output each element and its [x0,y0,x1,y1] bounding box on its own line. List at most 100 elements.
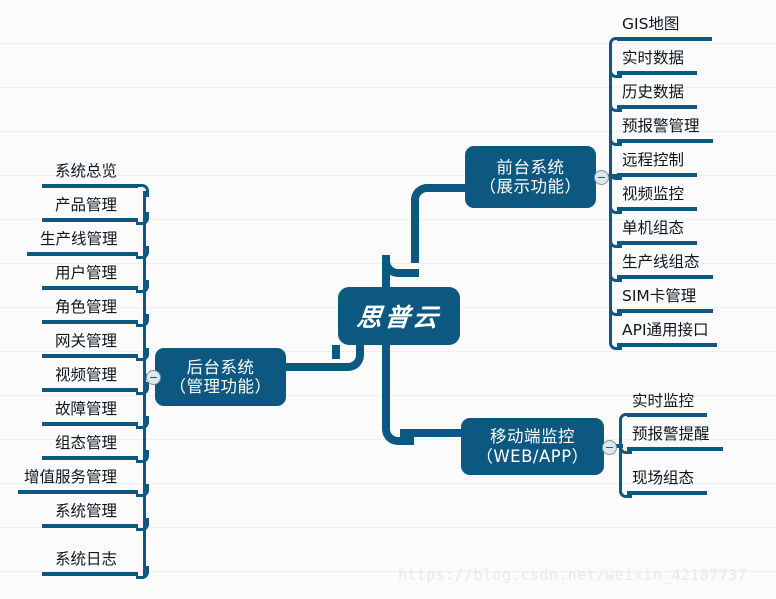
leaf-elbow-backend-10 [136,518,149,531]
leaf-underline-mobile-0 [627,413,707,417]
leaf-backend-4[interactable]: 角色管理 [55,298,118,316]
leaf-frontend-6[interactable]: 单机组态 [622,219,685,237]
leaf-elbow-mobile-1 [619,441,632,454]
leaf-backend-10[interactable]: 系统管理 [55,502,118,520]
leaf-elbow-backend-2 [136,246,149,259]
leaf-underline-backend-11 [42,572,138,576]
leaf-frontend-3[interactable]: 预报警管理 [622,117,700,135]
leaf-frontend-9[interactable]: API通用接口 [622,321,709,339]
branch-node-backend[interactable]: 后台系统 （管理功能） [155,348,286,406]
minus-icon [150,377,157,378]
leaf-underline-backend-7 [42,422,138,426]
leaf-frontend-4[interactable]: 远程控制 [622,151,685,169]
connector-center-top [382,261,390,287]
branch-mobile-line2: （WEB/APP） [476,446,589,466]
leaf-frontend-2[interactable]: 历史数据 [622,83,685,101]
leaf-underline-frontend-0 [617,37,712,41]
collapse-toggle-frontend[interactable] [594,170,609,185]
leaf-elbow-frontend-2 [609,99,622,112]
leaf-elbow-frontend-0 [609,37,622,50]
leaf-elbow-frontend-5 [609,201,622,214]
leaf-underline-frontend-6 [617,241,697,245]
branch-node-frontend[interactable]: 前台系统 （展示功能） [465,146,596,208]
leaf-spine-mobile [619,420,622,493]
leaf-backend-2[interactable]: 生产线管理 [40,230,118,248]
leaf-frontend-0[interactable]: GIS地图 [622,15,680,33]
leaf-underline-frontend-7 [617,275,713,279]
leaf-underline-frontend-4 [617,173,697,177]
collapse-toggle-mobile[interactable] [602,440,617,455]
leaf-mobile-2[interactable]: 现场组态 [632,469,695,487]
leaf-backend-1[interactable]: 产品管理 [55,196,118,214]
connector-frontend-horizontal [425,184,470,192]
leaf-elbow-mobile-2 [619,485,632,498]
leaf-underline-frontend-3 [617,139,713,143]
leaf-elbow-backend-3 [136,280,149,293]
leaf-elbow-frontend-1 [609,65,622,78]
leaf-backend-7[interactable]: 故障管理 [55,400,118,418]
leaf-frontend-5[interactable]: 视频监控 [622,185,685,203]
leaf-elbow-frontend-7 [609,269,622,282]
leaf-underline-mobile-2 [627,491,707,495]
leaf-backend-0[interactable]: 系统总览 [55,162,118,180]
leaf-backend-9[interactable]: 增值服务管理 [24,468,118,486]
leaf-elbow-frontend-4 [609,167,622,180]
leaf-underline-backend-8 [42,456,138,460]
leaf-backend-3[interactable]: 用户管理 [55,264,118,282]
leaf-elbow-backend-9 [136,484,149,497]
leaf-backend-8[interactable]: 组态管理 [55,434,118,452]
leaf-elbow-frontend-3 [609,133,622,146]
leaf-backend-6[interactable]: 视频管理 [55,366,118,384]
watermark-text: https://blog.csdn.net/weixin_42187737 [398,566,747,584]
leaf-underline-backend-6 [42,388,138,392]
leaf-backend-5[interactable]: 网关管理 [55,332,118,350]
leaf-frontend-8[interactable]: SIM卡管理 [622,287,697,305]
center-node[interactable]: 思普云 [338,287,460,345]
leaf-elbow-backend-11 [136,566,149,579]
leaf-underline-backend-4 [42,320,138,324]
leaf-elbow-frontend-8 [609,303,622,316]
connector-frontend-elbow-tl [411,184,433,206]
connector-backend-stub [332,345,340,359]
leaf-elbow-mobile-0 [619,413,632,426]
leaf-underline-frontend-2 [617,105,697,109]
branch-backend-line1: 后台系统 [186,357,255,377]
leaf-underline-backend-0 [42,184,138,188]
leaf-elbow-backend-0 [136,184,149,197]
connector-frontend-vertical [411,198,419,263]
leaf-elbow-backend-8 [136,450,149,463]
branch-frontend-line1: 前台系统 [496,157,565,177]
leaf-frontend-7[interactable]: 生产线组态 [622,253,700,271]
leaf-elbow-backend-5 [136,348,149,361]
branch-frontend-line2: （展示功能） [479,177,582,196]
leaf-underline-backend-9 [18,490,138,494]
leaf-underline-frontend-9 [617,343,717,347]
connector-mobile-to-leaves [613,444,623,448]
leaf-underline-frontend-1 [617,71,697,75]
connector-backend-horizontal [278,363,338,371]
connector-mobile-elbow-bl [382,423,414,445]
leaf-mobile-1[interactable]: 预报警提醒 [632,425,710,443]
leaf-frontend-1[interactable]: 实时数据 [622,49,685,67]
connector-mobile-horizontal [400,429,465,437]
leaf-elbow-backend-7 [136,416,149,429]
leaf-elbow-frontend-6 [609,235,622,248]
leaf-underline-backend-3 [42,286,138,290]
leaf-backend-11[interactable]: 系统日志 [55,550,118,568]
connector-mobile-vertical [382,345,390,431]
connector-backend-elbow-br [332,345,364,371]
leaf-elbow-backend-4 [136,314,149,327]
leaf-underline-frontend-5 [617,207,697,211]
leaf-elbow-frontend-9 [609,337,622,350]
leaf-underline-mobile-1 [627,447,723,451]
branch-node-mobile[interactable]: 移动端监控 （WEB/APP） [461,418,604,475]
leaf-underline-backend-1 [42,218,138,222]
collapse-toggle-backend[interactable] [146,370,161,385]
leaf-spine-frontend [609,44,612,344]
leaf-elbow-backend-6 [136,382,149,395]
minus-icon [598,177,605,178]
leaf-underline-backend-2 [27,252,138,256]
leaf-mobile-0[interactable]: 实时监控 [632,392,695,410]
leaf-underline-frontend-8 [617,309,713,313]
